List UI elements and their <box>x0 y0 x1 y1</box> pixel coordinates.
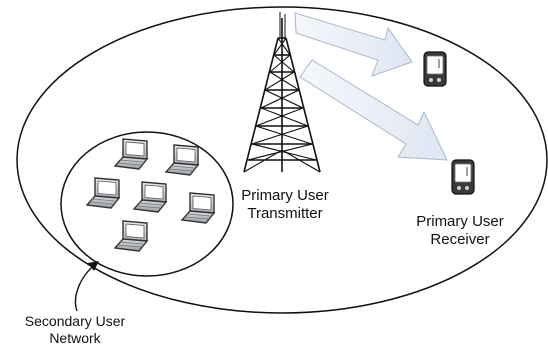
transmitter-label-line1: Primary User <box>241 187 329 204</box>
receiver-label-line2: Receiver <box>430 231 490 248</box>
transmission-tower-icon <box>243 12 321 173</box>
laptop-icon <box>181 192 215 224</box>
pda-device-icon <box>451 159 475 195</box>
secondary-label-line1: Secondary User <box>24 313 126 329</box>
transmitter-label-line2: Transmitter <box>247 205 323 222</box>
transmitter-label: Primary User Transmitter <box>220 187 350 223</box>
laptop-icon <box>165 144 199 176</box>
laptop-icon <box>86 177 120 209</box>
primary-network-boundary <box>16 6 548 314</box>
receiver-label-line1: Primary User <box>416 213 504 230</box>
secondary-label-line2: Network <box>49 330 101 346</box>
receiver-label: Primary User Receiver <box>400 213 520 249</box>
pointer-arrowhead <box>88 261 99 271</box>
signal-arrow-icon <box>294 12 413 77</box>
pda-device-icon <box>423 51 447 87</box>
laptop-icon <box>114 138 148 170</box>
pointer-arrow <box>74 263 97 312</box>
laptop-icon <box>133 181 167 213</box>
secondary-network-boundary <box>60 131 234 277</box>
secondary-network-label: Secondary User Network <box>5 313 145 347</box>
laptop-icon <box>114 220 148 252</box>
signal-arrow-icon <box>299 59 448 161</box>
